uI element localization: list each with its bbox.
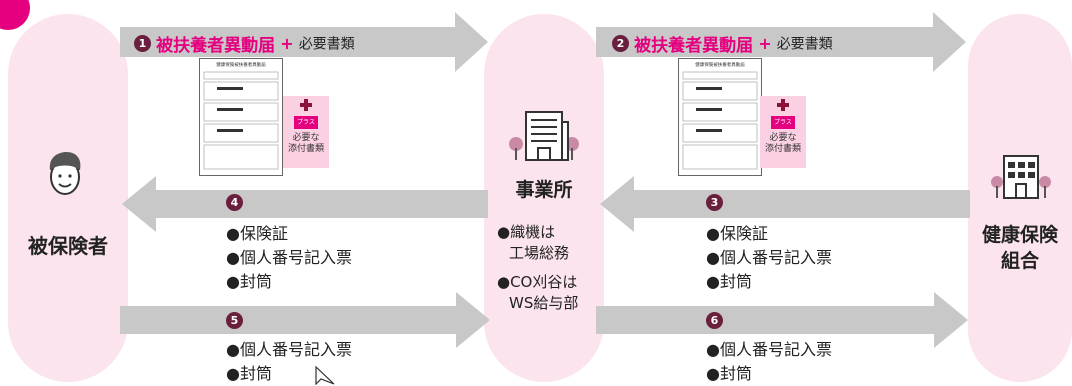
corner-badge bbox=[0, 0, 30, 30]
step6-number: 6 bbox=[706, 312, 723, 329]
step3-item: ●保険証 bbox=[706, 224, 768, 243]
step4-item: ●保険証 bbox=[226, 224, 288, 243]
step4-number: 4 bbox=[226, 194, 243, 211]
step2-number: 2 bbox=[612, 35, 629, 52]
plus-tag: プラス bbox=[771, 116, 795, 129]
step4-label: 4 bbox=[226, 192, 243, 211]
union-label-line1: 健康保険 bbox=[981, 224, 1058, 246]
step2-label: 2 被扶養者異動届 + 必要書類 bbox=[612, 31, 833, 56]
step2-form-name: 被扶養者異動届 bbox=[634, 36, 754, 56]
union-label-line2: 組合 bbox=[1000, 250, 1039, 272]
arrow-step3 bbox=[600, 176, 970, 232]
step3-label: 3 bbox=[706, 192, 723, 211]
step5-label: 5 bbox=[226, 310, 243, 329]
step1-label: 1 被扶養者異動届 + 必要書類 bbox=[134, 31, 355, 56]
office-label: 事業所 bbox=[515, 179, 573, 201]
union-label: 健康保険 組合 bbox=[968, 222, 1072, 274]
office-notes: ●織機は 工場総務 ●CO刈谷は WS給与部 bbox=[497, 222, 578, 314]
step2-docs: 必要書類 bbox=[776, 36, 833, 53]
doc-title: 健康保険被扶養者異動届 bbox=[216, 61, 266, 68]
step3-item: ●個人番号記入票 bbox=[706, 248, 832, 267]
office-note-1: ●織機は bbox=[497, 223, 556, 241]
insured-pill bbox=[8, 14, 128, 382]
attach-line1: 必要な bbox=[292, 133, 320, 143]
arrow-step2 bbox=[596, 12, 966, 72]
mouse-cursor-icon bbox=[315, 366, 335, 385]
step1-number: 1 bbox=[134, 35, 151, 52]
attachment-note-left: プラス 必要な 添付書類 bbox=[283, 96, 329, 168]
plus-cross-icon bbox=[300, 99, 312, 111]
step3-item: ●封筒 bbox=[706, 272, 752, 291]
step4-items: ●保険証 ●個人番号記入票 ●封筒 bbox=[226, 222, 352, 294]
attachment-note-right: プラス 必要な 添付書類 bbox=[760, 96, 806, 168]
attach-line1: 必要な bbox=[769, 133, 797, 143]
step4-item: ●個人番号記入票 bbox=[226, 248, 352, 267]
attach-line2: 添付書類 bbox=[764, 144, 801, 154]
arrow-step4 bbox=[122, 176, 488, 232]
step3-number: 3 bbox=[706, 194, 723, 211]
person-icon bbox=[49, 152, 81, 195]
form-document-left: 健康保険被扶養者異動届 プラス 必要な 添付書類 bbox=[199, 58, 329, 180]
attach-line2: 添付書類 bbox=[287, 144, 324, 154]
plus-tag: プラス bbox=[294, 116, 318, 129]
office-note-2: 工場総務 bbox=[509, 244, 570, 262]
arrow-step6 bbox=[596, 292, 968, 348]
step5-items: ●個人番号記入票 ●封筒 bbox=[226, 338, 352, 386]
arrow-step5 bbox=[120, 292, 490, 348]
step6-item: ●封筒 bbox=[706, 364, 752, 383]
insured-label: 被保険者 bbox=[28, 234, 108, 258]
step6-item: ●個人番号記入票 bbox=[706, 340, 832, 359]
step1-plus: + bbox=[280, 34, 294, 53]
step5-item: ●封筒 bbox=[226, 364, 272, 383]
form-document-icon: 健康保険被扶養者異動届 bbox=[199, 58, 283, 176]
step1-form-name: 被扶養者異動届 bbox=[156, 36, 276, 56]
step1-docs: 必要書類 bbox=[298, 36, 355, 53]
form-document-right: 健康保険被扶養者異動届 プラス 必要な 添付書類 bbox=[678, 58, 806, 180]
office-note-4: WS給与部 bbox=[509, 294, 579, 312]
office-pill bbox=[484, 14, 604, 382]
union-building-icon bbox=[991, 155, 1051, 199]
arrow-step1 bbox=[120, 12, 488, 72]
step5-item: ●個人番号記入票 bbox=[226, 340, 352, 359]
office-note-3: ●CO刈谷は bbox=[497, 273, 578, 291]
step2-plus: + bbox=[758, 34, 772, 53]
step6-label: 6 bbox=[706, 310, 723, 329]
step4-item: ●封筒 bbox=[226, 272, 272, 291]
form-document-icon: 健康保険被扶養者異動届 bbox=[678, 58, 762, 176]
step3-items: ●保険証 ●個人番号記入票 ●封筒 bbox=[706, 222, 832, 294]
doc-title: 健康保険被扶養者異動届 bbox=[695, 61, 745, 68]
office-building-icon bbox=[509, 111, 579, 161]
step6-items: ●個人番号記入票 ●封筒 bbox=[706, 338, 832, 386]
step5-number: 5 bbox=[226, 312, 243, 329]
plus-cross-icon bbox=[777, 99, 789, 111]
